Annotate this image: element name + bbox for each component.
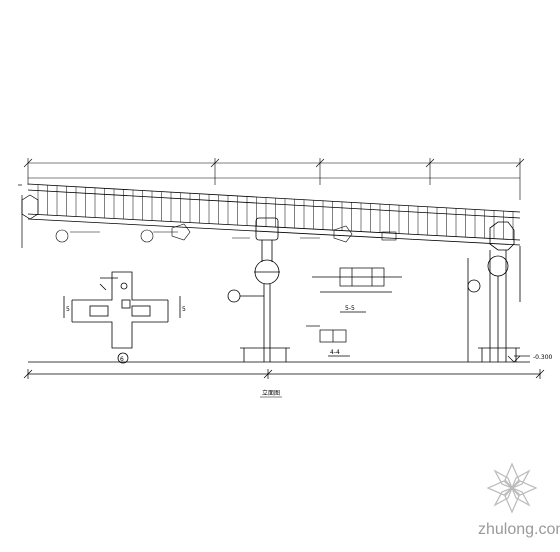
section-5-5-label: 5-5 bbox=[345, 305, 355, 312]
left-end-node bbox=[18, 184, 39, 248]
left-detail bbox=[63, 271, 181, 364]
detail-5-label-right: 5 bbox=[182, 306, 186, 313]
section-4-4-detail bbox=[306, 325, 350, 357]
detail-6-label: 6 bbox=[120, 356, 124, 363]
elevation-mark: -0.300 bbox=[533, 354, 553, 361]
truss-section-markers bbox=[55, 223, 397, 243]
main-caption: 立面图 bbox=[262, 389, 280, 397]
watermark-text: zhulong.com bbox=[478, 521, 560, 538]
section-5-5-detail bbox=[312, 267, 402, 313]
center-column bbox=[227, 217, 290, 362]
top-dimension-line bbox=[23, 158, 525, 200]
watermark-logo-icon bbox=[486, 462, 538, 514]
sloped-truss bbox=[27, 183, 521, 246]
truss-verticals bbox=[37, 184, 514, 240]
right-column bbox=[467, 221, 521, 362]
detail-5-label-left: 5 bbox=[66, 306, 70, 313]
ground-and-baseline bbox=[23, 355, 545, 379]
section-4-4-label: 4-4 bbox=[330, 349, 340, 356]
